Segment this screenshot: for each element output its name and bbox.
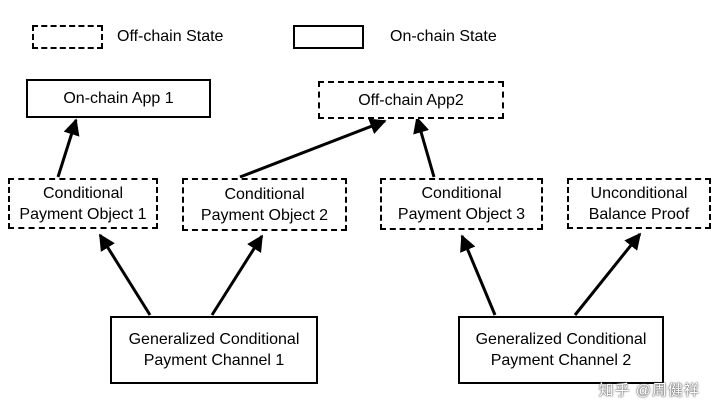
legend-onchain-swatch — [293, 25, 364, 49]
arrow-gcpc1-to-cpo2 — [210, 234, 264, 316]
ubp-line1: Unconditional — [590, 184, 688, 202]
gcpc-2-line1: Generalized Conditional — [475, 331, 647, 348]
cpo-2-line2: Payment Object 2 — [200, 206, 329, 224]
arrow-cpo3-to-offchain-app2 — [413, 116, 436, 178]
arrow-gcpc2-to-ubp — [573, 232, 642, 316]
watermark: 知乎 @周健祥 — [598, 382, 700, 399]
legend-offchain-label: Off-chain State — [117, 28, 224, 45]
gcpc-2-line2: Payment Channel 2 — [490, 352, 632, 369]
arrow-gcpc1-to-cpo1 — [98, 233, 152, 316]
arrow-cpo2-to-offchain-app2 — [239, 118, 387, 179]
arrow-gcpc2-to-cpo3 — [460, 234, 497, 316]
offchain-app-2-label: Off-chain App2 — [358, 91, 464, 109]
arrow-cpo1-to-onchain-app1 — [56, 118, 80, 178]
cpo-1-line2: Payment Object 1 — [19, 205, 147, 223]
cpo-1-node: Conditional Payment Object 1 — [8, 178, 158, 229]
ubp-line2: Balance Proof — [588, 205, 690, 223]
cpo-3-line1: Conditional — [421, 185, 502, 202]
gcpc-1-line2: Payment Channel 1 — [143, 352, 285, 369]
gcpc-1-node: Generalized Conditional Payment Channel … — [110, 316, 318, 384]
ubp-node: Unconditional Balance Proof — [567, 178, 711, 229]
cpo-3-node: Conditional Payment Object 3 — [380, 178, 543, 230]
cpo-2-line1: Conditional — [224, 185, 305, 203]
gcpc-2-node: Generalized Conditional Payment Channel … — [458, 316, 664, 384]
onchain-app-1-label: On-chain App 1 — [63, 90, 174, 107]
gcpc-1-line1: Generalized Conditional — [128, 331, 300, 348]
cpo-3-line2: Payment Object 3 — [397, 206, 526, 223]
onchain-app-1-node: On-chain App 1 — [26, 79, 211, 118]
cpo-1-line1: Conditional — [42, 184, 124, 202]
legend-onchain-label: On-chain State — [390, 28, 497, 45]
cpo-2-node: Conditional Payment Object 2 — [182, 178, 347, 231]
legend-offchain-swatch — [32, 25, 103, 49]
offchain-app-2-node: Off-chain App2 — [318, 81, 504, 119]
